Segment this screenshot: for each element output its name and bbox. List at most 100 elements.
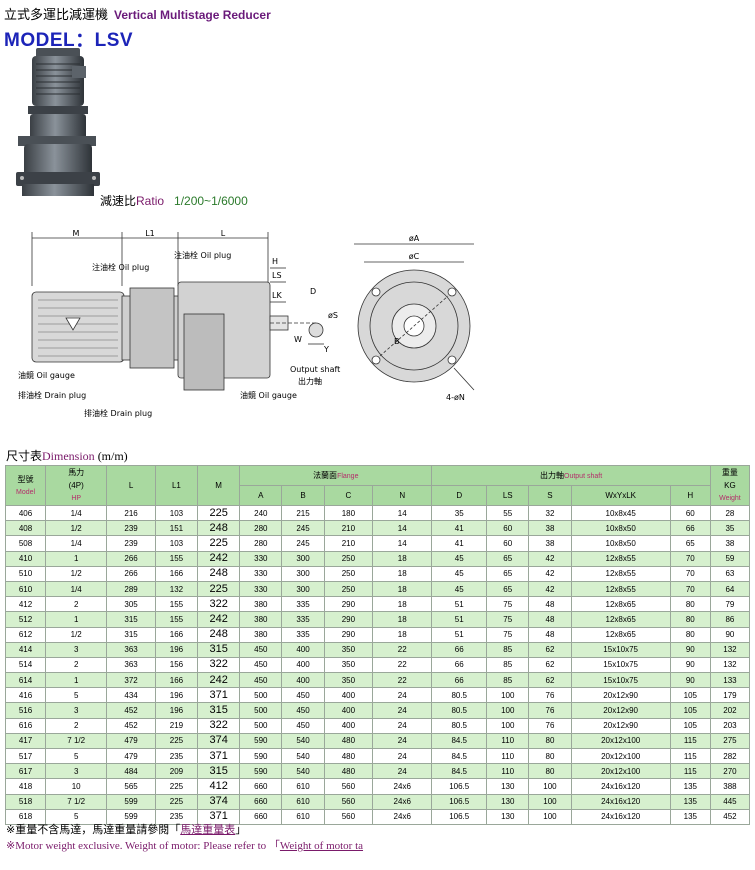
table-cell: 412 — [197, 778, 241, 795]
table-cell: 330 — [239, 565, 283, 582]
table-cell: 300 — [281, 580, 325, 598]
table-cell: 5 — [45, 687, 108, 704]
table-cell: 100 — [528, 793, 572, 810]
table-cell: 371 — [197, 687, 241, 704]
table-cell: 45 — [431, 550, 488, 567]
table-cell: 180 — [323, 504, 374, 522]
table-cell: 62 — [528, 672, 572, 689]
table-cell: 70 — [669, 580, 711, 598]
table-cell: 616 — [4, 717, 47, 734]
table-cell: 28 — [709, 504, 751, 522]
table-cell: 289 — [106, 580, 156, 598]
table-cell: 248 — [197, 565, 241, 582]
dim-label-W: W — [294, 335, 302, 344]
table-cell: 66 — [431, 641, 488, 658]
table-cell: 20x12x90 — [570, 717, 671, 734]
table-cell: 100 — [528, 808, 572, 825]
table-cell: 105 — [669, 687, 711, 704]
table-cell: 80 — [528, 747, 572, 765]
table-cell: 400 — [281, 656, 325, 674]
table-cell: 450 — [281, 702, 325, 719]
table-cell: 618 — [4, 808, 47, 825]
label-drain-plug-2: 排油栓 Drain plug — [84, 408, 152, 418]
table-cell: 48 — [528, 626, 572, 643]
label-oil-gauge-right: 油鏡 Oil gauge — [240, 390, 297, 400]
motor-weight-link-cn[interactable]: 馬達重量表 — [180, 823, 236, 836]
table-cell: 452 — [106, 717, 156, 734]
table-cell: 115 — [669, 747, 711, 765]
table-cell: 60 — [669, 504, 711, 522]
table-cell: 24x6 — [372, 793, 433, 810]
table-cell: 266 — [106, 550, 156, 567]
table-cell: 85 — [486, 641, 530, 658]
table-cell: 374 — [197, 732, 241, 750]
col-L: L — [106, 465, 156, 506]
table-cell: 450 — [239, 672, 283, 689]
table-cell: 62 — [528, 656, 572, 674]
table-cell: 1/2 — [45, 626, 108, 643]
table-cell: 90 — [669, 672, 711, 689]
table-cell: 80 — [669, 596, 711, 613]
table-cell: 315 — [197, 641, 241, 658]
table-cell: 322 — [197, 717, 241, 734]
table-cell: 130 — [486, 808, 530, 825]
table-cell: 155 — [154, 596, 199, 613]
table-cell: 315 — [106, 626, 156, 643]
label-output-shaft-cn: 出力軸 — [298, 376, 322, 386]
col-H: H — [669, 485, 711, 506]
table-cell: 18 — [372, 565, 433, 582]
table-cell: 80.5 — [431, 687, 488, 704]
table-cell: 1 — [45, 550, 108, 567]
table-cell: 45 — [431, 580, 488, 598]
table-cell: 196 — [154, 702, 199, 719]
table-cell: 660 — [239, 778, 283, 795]
dim-label-C: øC — [409, 252, 420, 261]
table-cell: 65 — [486, 550, 530, 567]
table-cell: 103 — [154, 535, 199, 552]
table-cell: 315 — [106, 611, 156, 628]
table-cell: 18 — [372, 580, 433, 598]
table-cell: 590 — [239, 732, 283, 750]
table-cell: 590 — [239, 747, 283, 765]
table-cell: 210 — [323, 535, 374, 552]
table-cell: 250 — [323, 580, 374, 598]
table-cell: 179 — [709, 687, 751, 704]
table-cell: 445 — [709, 793, 751, 810]
table-cell: 280 — [239, 535, 283, 552]
table-cell: 80.5 — [431, 717, 488, 734]
table-cell: 335 — [281, 596, 325, 613]
col-LS: LS — [486, 485, 530, 506]
motor-weight-link-en[interactable]: Weight of motor ta — [279, 840, 364, 852]
table-cell: 70 — [669, 565, 711, 582]
table-cell: 155 — [154, 550, 199, 567]
table-cell: 417 — [4, 732, 47, 750]
table-cell: 51 — [431, 596, 488, 613]
table-cell: 38 — [709, 535, 751, 552]
table-cell: 330 — [239, 550, 283, 567]
col-B: B — [281, 485, 325, 506]
table-cell: 225 — [154, 793, 199, 810]
table-cell: 24 — [372, 747, 433, 765]
table-cell: 660 — [239, 808, 283, 825]
ratio-label-en: Ratio — [136, 194, 165, 208]
table-cell: 565 — [106, 778, 156, 795]
table-cell: 59 — [709, 550, 751, 567]
table-cell: 130 — [486, 778, 530, 795]
table-cell: 85 — [486, 672, 530, 689]
table-cell: 400 — [323, 702, 374, 719]
table-cell: 560 — [323, 778, 374, 795]
table-cell: 51 — [431, 611, 488, 628]
table-cell: 2 — [45, 656, 108, 674]
